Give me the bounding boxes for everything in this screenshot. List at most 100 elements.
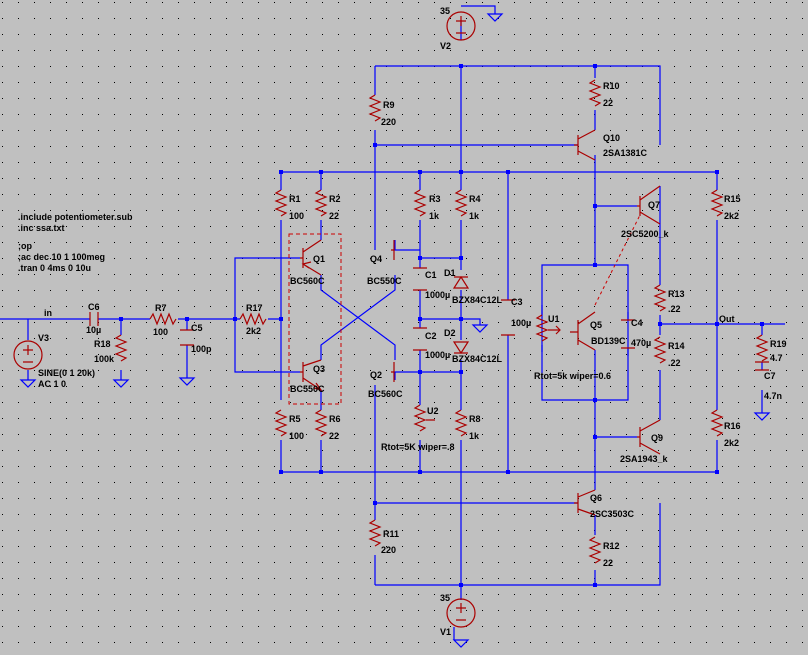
v3-name: V3 <box>38 333 49 343</box>
transistor-value-q3: BC550C <box>290 384 325 394</box>
capacitor-name-c5: C5 <box>191 323 203 333</box>
transistor-name-q2: Q2 <box>370 370 382 380</box>
resistor-name-r18: R18 <box>94 339 111 349</box>
transistor-value-q2: BC560C <box>368 389 403 399</box>
resistor-value-r3: 1k <box>429 211 440 221</box>
diode-value-d1: BZX84C12L <box>452 295 503 305</box>
resistor-name-r1: R1 <box>289 194 301 204</box>
directive-line: ;op <box>18 241 32 251</box>
diode-value-d2: BZX84C12L <box>452 354 503 364</box>
diode-symbols <box>452 275 470 355</box>
transistor-value-q6: 2SC3503C <box>590 509 635 519</box>
pot-value-u1: Rtot=5k wiper=0.6 <box>534 371 611 381</box>
resistor-value-r18: 100k <box>94 354 115 364</box>
resistor-name-r17: R17 <box>246 303 263 313</box>
v2-value: 35 <box>440 6 450 16</box>
resistor-value-r16: 2k2 <box>724 438 739 448</box>
diode-name-d2: D2 <box>444 328 456 338</box>
capacitor-name-c4: C4 <box>631 318 643 328</box>
capacitor-value-c7: 4.7n <box>764 391 782 401</box>
net-label-in: in <box>44 308 52 318</box>
resistor-name-r4: R4 <box>469 194 481 204</box>
v1-value: 35 <box>440 593 450 603</box>
resistor-name-r13: R13 <box>668 289 685 299</box>
resistor-name-r11: R11 <box>383 529 399 539</box>
transistor-name-q3: Q3 <box>313 364 325 374</box>
transistor-name-q6: Q6 <box>590 493 602 503</box>
directives-text: .include potentiometer.sub .inc ssa.txt … <box>18 212 133 273</box>
resistor-value-r12: 22 <box>603 558 613 568</box>
transistor-value-q9: 2SA1943_k <box>620 454 669 464</box>
transistor-labels: Q1BC560CQ2BC560CQ3BC550CQ4BC550CQ5BD139C… <box>290 133 670 519</box>
diode-name-d1: D1 <box>444 268 456 278</box>
directive-line: .tran 0 4ms 0 10u <box>18 263 91 273</box>
resistor-name-r5: R5 <box>289 414 301 424</box>
capacitor-value-c3: 100µ <box>511 318 531 328</box>
resistor-name-r15: R15 <box>724 194 741 204</box>
source-labels: 35 V2 35 V1 V3 SINE(0 1 20k) AC 1 0 <box>38 6 451 637</box>
pot-name-u1: U1 <box>548 314 560 324</box>
capacitor-value-c5: 100p <box>191 344 212 354</box>
resistor-value-r11: 220 <box>381 545 396 555</box>
resistor-name-r16: R16 <box>724 421 741 431</box>
pot-name-u2: U2 <box>427 406 439 416</box>
net-labels: in Out <box>44 308 735 324</box>
transistor-symbols <box>300 129 661 516</box>
resistor-name-r12: R12 <box>603 541 620 551</box>
resistor-value-r5: 100 <box>289 431 304 441</box>
capacitor-symbols <box>89 267 769 371</box>
transistor-name-q4: Q4 <box>370 254 382 264</box>
resistor-name-r2: R2 <box>329 194 341 204</box>
resistor-value-r7: 100 <box>153 327 168 337</box>
transistor-value-q4: BC550C <box>367 276 402 286</box>
directive-line: ;ac dec 10 1 100meg <box>18 252 105 262</box>
capacitor-value-c4: 470µ <box>631 338 651 348</box>
net-label-out: Out <box>719 314 735 324</box>
ground-symbols <box>19 13 771 648</box>
transistor-value-q1: BC560C <box>290 276 325 286</box>
resistor-value-r17: 2k2 <box>246 326 261 336</box>
transistor-name-q1: Q1 <box>313 254 325 264</box>
resistor-value-r14: .22 <box>668 358 681 368</box>
v3-value: SINE(0 1 20k) <box>38 368 95 378</box>
resistor-name-r6: R6 <box>329 414 341 424</box>
resistor-value-r8: 1k <box>469 431 480 441</box>
v3-ac: AC 1 0 <box>38 379 66 389</box>
capacitor-value-c1: 1000µ <box>425 290 450 300</box>
capacitor-value-c2: 1000µ <box>425 350 450 360</box>
matched-pair-box <box>288 233 342 405</box>
capacitor-name-c6: C6 <box>88 302 100 312</box>
transistor-name-q7: Q7 <box>648 200 660 210</box>
resistor-name-r7: R7 <box>155 303 167 313</box>
directive-line: .inc ssa.txt <box>18 223 65 233</box>
capacitor-name-c3: C3 <box>511 297 523 307</box>
capacitor-name-c7: C7 <box>764 371 776 381</box>
directive-line: .include potentiometer.sub <box>18 212 133 222</box>
potentiometer-symbols <box>413 214 641 432</box>
pot-value-u2: Rtot=5K wiper=.8 <box>381 442 455 452</box>
resistor-value-r1: 100 <box>289 211 304 221</box>
resistor-value-r6: 22 <box>329 431 339 441</box>
resistor-name-r10: R10 <box>603 81 620 91</box>
voltage-sources <box>13 11 476 628</box>
resistor-value-r15: 2k2 <box>724 211 739 221</box>
transistor-name-q9: Q9 <box>651 433 663 443</box>
resistor-name-r19: R19 <box>770 339 787 349</box>
resistor-value-r4: 1k <box>469 211 480 221</box>
resistor-name-r8: R8 <box>469 414 481 424</box>
wires <box>0 5 785 600</box>
resistor-labels: R1100R222R31kR41kR5100R622R7100R81kR9220… <box>94 81 787 568</box>
capacitor-name-c1: C1 <box>425 270 437 280</box>
capacitor-value-c6: 10µ <box>86 325 101 335</box>
transistor-value-q7: 2SC5200_k <box>621 229 670 239</box>
transistor-name-q5: Q5 <box>590 320 602 330</box>
resistor-name-r14: R14 <box>668 341 685 351</box>
junctions <box>119 64 764 587</box>
transistor-name-q10: Q10 <box>603 133 620 143</box>
transistor-value-q5: BD139C <box>591 336 626 346</box>
